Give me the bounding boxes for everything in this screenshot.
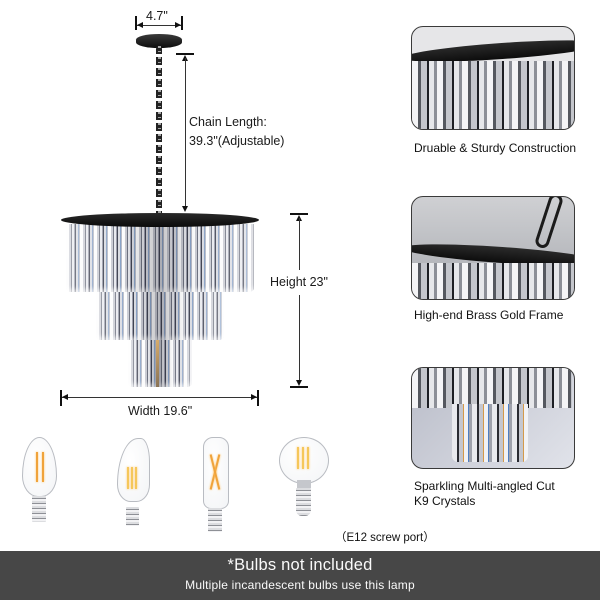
crystal-tier-middle — [96, 288, 224, 340]
screw-port-note: （E12 screw port） — [335, 532, 435, 544]
bulb-glass — [117, 438, 150, 502]
bulb-filament — [307, 447, 309, 469]
chain-length-value: 39.3"(Adjustable) — [189, 134, 285, 148]
arrow-down-icon — [182, 206, 188, 212]
dimension-line — [62, 397, 257, 398]
bulb-filament — [135, 467, 137, 489]
dimension-tick — [290, 386, 308, 388]
dimension-tick — [176, 53, 194, 55]
feature-caption-frame: High-end Brass Gold Frame — [414, 308, 564, 322]
crystals-closeup — [412, 61, 574, 129]
canopy-width-label: 4.7" — [146, 9, 168, 23]
feature-caption-crystals-line2: K9 Crystals — [414, 494, 476, 508]
bulb-neck — [297, 480, 311, 488]
dimension-line — [299, 295, 300, 381]
chain-link-closeup — [533, 197, 565, 250]
bulb-base — [126, 507, 139, 526]
hanging-chain — [156, 46, 162, 216]
bulb-filament — [36, 452, 38, 482]
arrow-right-icon — [251, 394, 257, 400]
dimension-tick — [60, 390, 62, 406]
bulbs-not-included-notice: *Bulbs not included — [227, 556, 373, 574]
ceiling-canopy — [136, 34, 182, 48]
crystal-tier-bottom — [128, 337, 192, 387]
dimension-line — [137, 25, 181, 26]
chain-length-label: Chain Length: — [189, 115, 267, 129]
feature-caption-crystals-line1: Sparkling Multi-angled Cut — [414, 479, 555, 493]
frame-ring — [61, 213, 259, 227]
dimension-line — [185, 58, 186, 208]
footer-banner: *Bulbs not included Multiple incandescen… — [0, 551, 600, 600]
dimension-tick — [257, 390, 259, 406]
dimension-tick — [181, 16, 183, 30]
width-label: Width 19.6" — [128, 404, 193, 418]
bulb-filament — [297, 447, 299, 469]
dimension-tick — [290, 213, 308, 215]
crystals-closeup — [412, 368, 572, 408]
bulb-filament — [127, 467, 129, 489]
bulb-base — [208, 508, 222, 532]
bulb-glass — [279, 437, 329, 484]
feature-caption-construction: Druable & Sturdy Construction — [414, 141, 577, 155]
bulb-filament — [131, 467, 133, 489]
bulb-compatibility-note: Multiple incandescent bulbs use this lam… — [185, 578, 415, 592]
bulb-glass — [22, 437, 57, 497]
crystal-tier-top — [66, 224, 254, 292]
bulb-base — [32, 496, 46, 522]
arrow-left-icon — [137, 22, 143, 28]
feature-image-crystals — [411, 367, 575, 469]
feature-image-construction — [411, 26, 575, 130]
dimension-tick — [135, 16, 137, 30]
bulb-filament — [302, 447, 304, 469]
crystals-lower-tier — [452, 404, 528, 462]
height-label: Height 23" — [270, 275, 328, 289]
arrow-down-icon — [296, 380, 302, 386]
dimension-line — [299, 218, 300, 270]
bulb-filament — [42, 452, 44, 482]
bulb-base — [296, 488, 311, 516]
arrow-right-icon — [175, 22, 181, 28]
feature-image-frame — [411, 196, 575, 300]
crystals-closeup — [412, 263, 574, 299]
arrow-left-icon — [62, 394, 68, 400]
